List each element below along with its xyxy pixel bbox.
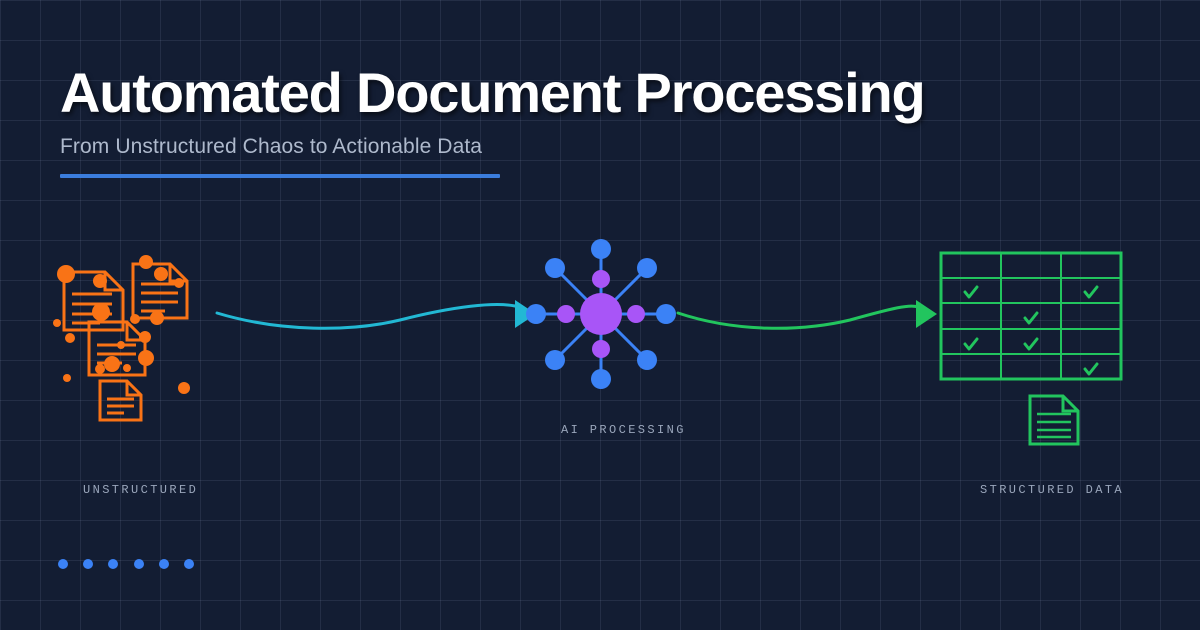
flow-connector-right: [676, 300, 937, 330]
unstructured-cluster: [53, 255, 190, 422]
page-title: Automated Document Processing: [60, 61, 926, 124]
mid-nodes: [557, 270, 645, 358]
structured-document-icon: [1028, 394, 1080, 446]
accent-underline: [60, 174, 500, 178]
table-checkmarks: [963, 285, 1099, 376]
noise-dots: [53, 255, 190, 394]
check-icon: [1083, 362, 1099, 376]
header-block: Automated Document Processing From Unstr…: [60, 62, 1140, 178]
page-subtitle: From Unstructured Chaos to Actionable Da…: [60, 135, 483, 158]
check-icon: [963, 285, 979, 299]
document-icon: [131, 262, 189, 320]
ai-processing-node: [526, 239, 676, 389]
check-icon: [1083, 285, 1099, 299]
check-icon: [963, 337, 979, 351]
spoke-endpoints: [526, 239, 676, 389]
check-icon: [1023, 337, 1039, 351]
hub-core: [580, 293, 622, 335]
stage-label-ai-processing: AI PROCESSING: [561, 423, 686, 437]
bottom-dot-row: [58, 559, 194, 569]
stage-label-structured-data: STRUCTURED DATA: [980, 483, 1125, 497]
document-icon: [62, 270, 125, 332]
flow-connector-left: [215, 300, 536, 330]
stage-label-unstructured: UNSTRUCTURED: [83, 483, 199, 497]
check-icon: [1023, 311, 1039, 325]
structured-table: [939, 251, 1123, 381]
document-icon: [98, 379, 143, 422]
